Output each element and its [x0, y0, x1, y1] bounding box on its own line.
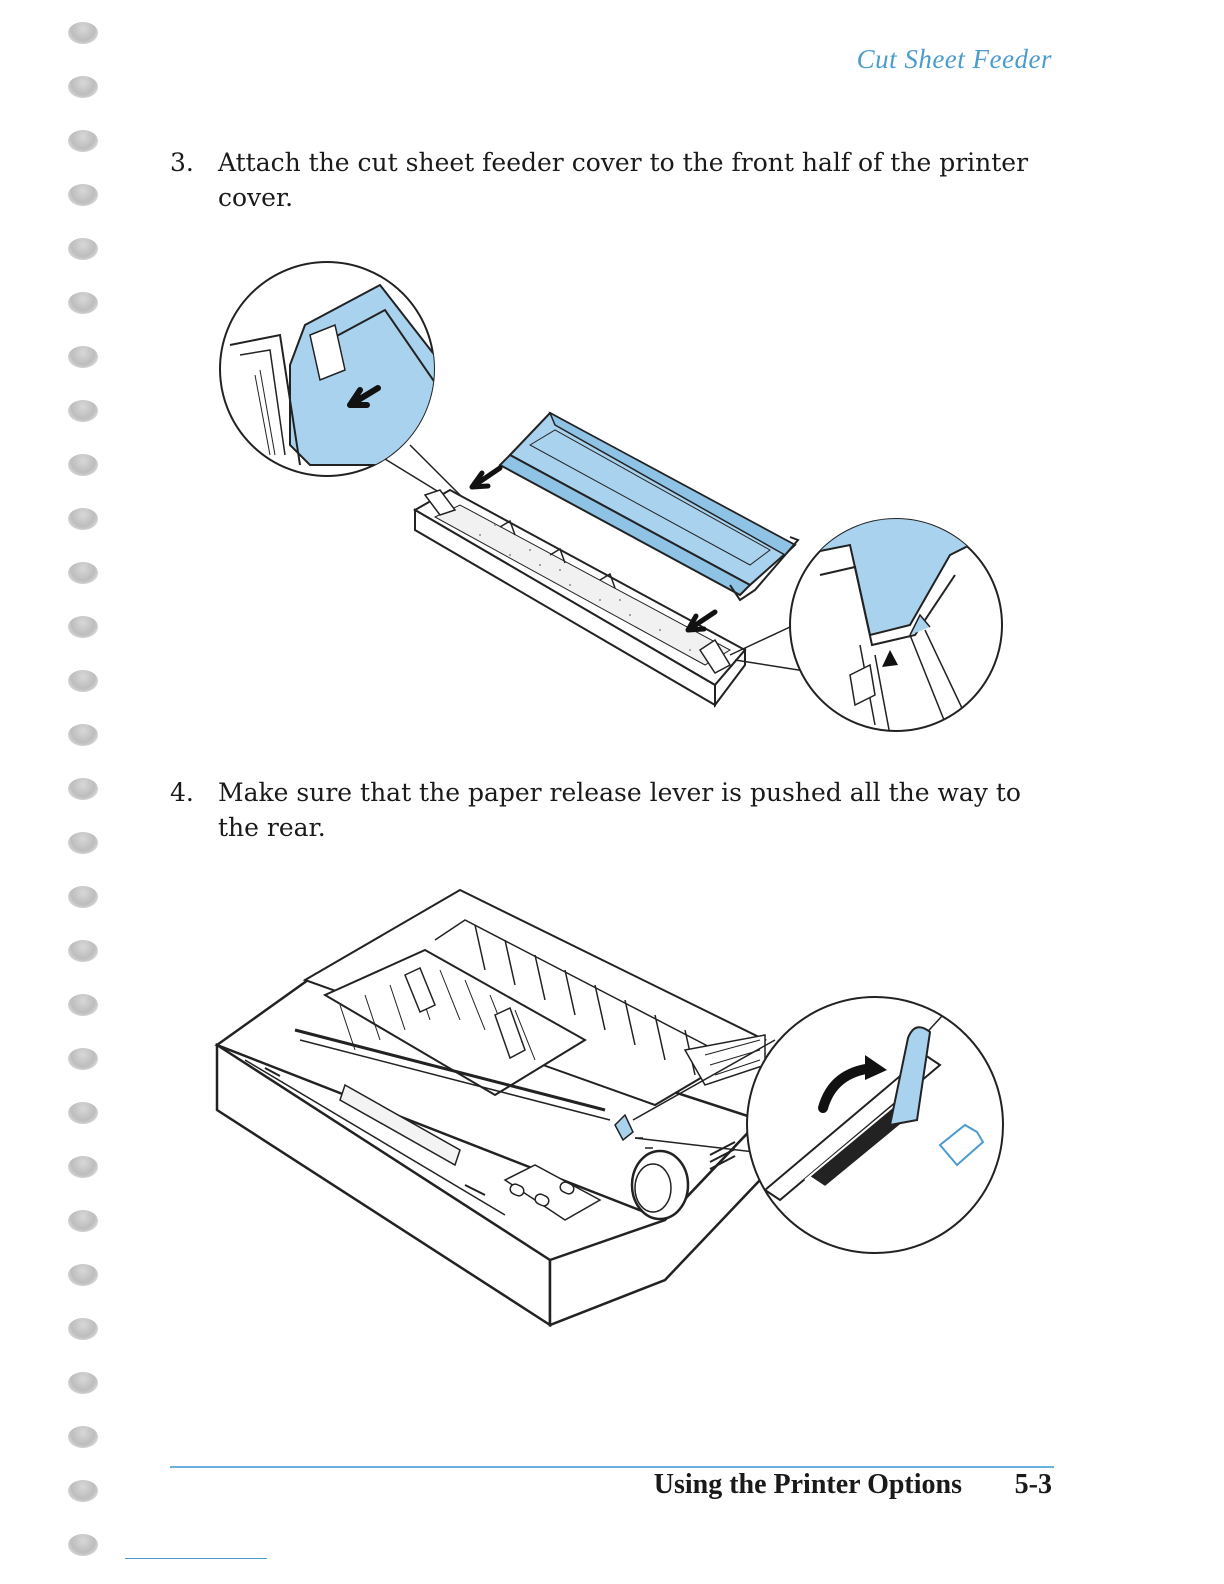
- page-number: 5-3: [990, 1466, 1052, 1504]
- feeder-cover-illustration: [210, 255, 1010, 745]
- step-text: Make sure that the paper release lever i…: [218, 775, 1050, 845]
- detail-circle-lever: [747, 980, 1003, 1253]
- step-text: Attach the cut sheet feeder cover to the…: [218, 145, 1050, 215]
- printer-release-lever-illustration: [205, 880, 1015, 1340]
- detail-circle-left: [220, 262, 450, 476]
- step-3: 3. Attach the cut sheet feeder cover to …: [170, 145, 1050, 215]
- printer-body: [217, 890, 765, 1325]
- step-number: 3.: [170, 145, 194, 180]
- step-number: 4.: [170, 775, 194, 810]
- detail-circle-right: [790, 505, 1010, 735]
- scan-edge-line: [125, 1558, 267, 1559]
- footer-section-title: Using the Printer Options: [560, 1466, 962, 1504]
- running-head: Cut Sheet Feeder: [800, 44, 1052, 75]
- step-4: 4. Make sure that the paper release leve…: [170, 775, 1050, 845]
- spiral-binding: [58, 0, 108, 1584]
